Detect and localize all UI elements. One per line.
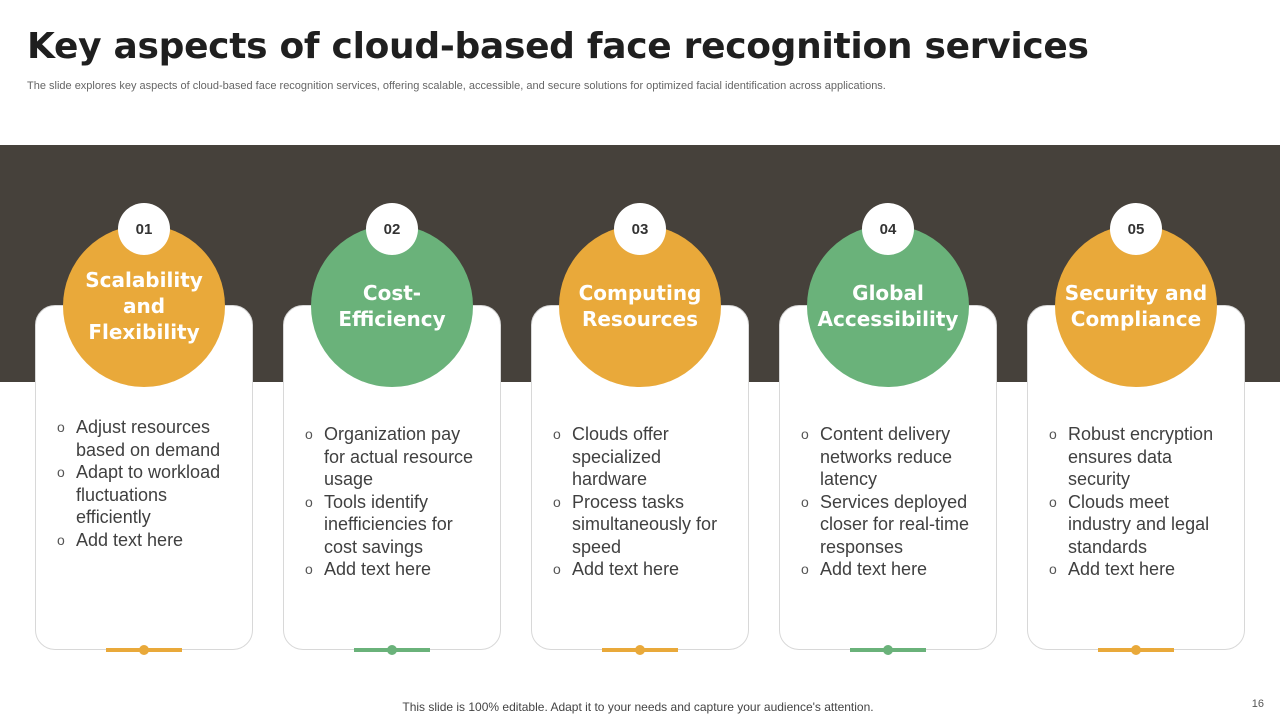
footer-note: This slide is 100% editable. Adapt it to… [402,700,874,714]
bullet-list: Robust encryption ensures data securityC… [1049,423,1229,581]
accent-dot [387,645,397,655]
bullet-item: Add text here [1049,558,1229,581]
accent-dot [883,645,893,655]
bullet-item: Tools identify inefficiencies for cost s… [305,491,485,559]
bullet-item: Add text here [553,558,733,581]
step-number: 04 [862,203,914,255]
accent-dot [1131,645,1141,655]
bullet-item: Content delivery networks reduce latency [801,423,981,491]
page-number: 16 [1251,698,1264,710]
bullet-list: Organization pay for actual resource usa… [305,423,485,581]
bullet-item: Add text here [57,529,237,552]
step-number: 05 [1110,203,1162,255]
accent-dot [635,645,645,655]
accent-dot [139,645,149,655]
bullet-list: Content delivery networks reduce latency… [801,423,981,581]
step-number: 01 [118,203,170,255]
bullet-item: Adjust resources based on demand [57,416,237,461]
bullet-item: Add text here [801,558,981,581]
aspect-title: Scalability and Flexibility [85,268,203,344]
bullet-item: Organization pay for actual resource usa… [305,423,485,491]
bullet-list: Clouds offer specialized hardwareProcess… [553,423,733,581]
aspect-title: Security and Compliance [1064,281,1208,331]
bullet-item: Clouds meet industry and legal standards [1049,491,1229,559]
step-number: 03 [614,203,666,255]
bullet-item: Clouds offer specialized hardware [553,423,733,491]
slide-subtitle: The slide explores key aspects of cloud-… [27,80,886,92]
slide-title: Key aspects of cloud-based face recognit… [27,26,1089,67]
bullet-item: Add text here [305,558,485,581]
aspect-title: Global Accessibility [817,281,959,331]
bullet-item: Adapt to workload fluctuations efficient… [57,461,237,529]
step-number: 02 [366,203,418,255]
aspect-title: Cost-Efficiency [338,281,446,331]
aspect-title: Computing Resources [578,281,702,331]
bullet-item: Services deployed closer for real-time r… [801,491,981,559]
bullet-item: Robust encryption ensures data security [1049,423,1229,491]
bullet-list: Adjust resources based on demandAdapt to… [57,416,237,551]
bullet-item: Process tasks simultaneously for speed [553,491,733,559]
